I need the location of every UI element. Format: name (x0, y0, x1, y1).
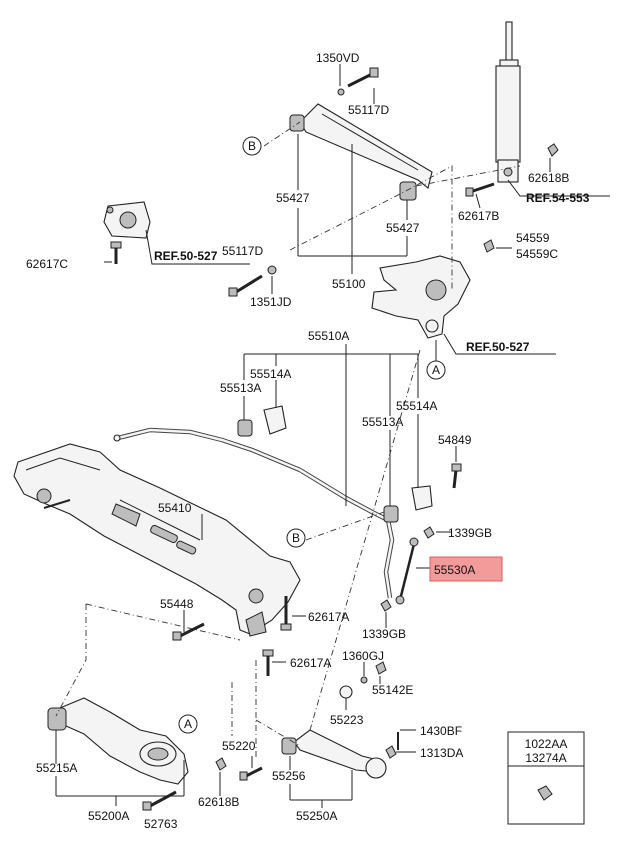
label-62617a-lower[interactable]: 62617A (290, 656, 331, 670)
upper-control-arm[interactable] (299, 103, 433, 189)
nut-icon (537, 785, 553, 801)
nut-1339gb-top[interactable] (423, 526, 435, 539)
marker-a-knuckle[interactable]: A (426, 360, 446, 380)
label-62617b[interactable]: 62617B (458, 209, 499, 223)
bolt-62617a-upper[interactable] (280, 596, 292, 631)
label-55510a[interactable]: 55510A (308, 329, 349, 343)
svg-text:B: B (292, 531, 300, 545)
knuckle[interactable] (371, 255, 471, 339)
label-62618b-top[interactable]: 62618B (528, 171, 569, 185)
clamp-55514a-right[interactable] (411, 485, 433, 511)
trailing-arm-55250a[interactable] (293, 729, 387, 779)
label-ref-50-527-right[interactable]: REF.50-527 (466, 340, 530, 354)
nut-54559[interactable] (483, 239, 495, 253)
reference-dash-lines (55, 121, 521, 760)
label-62617a-upper[interactable]: 62617A (308, 610, 349, 624)
bolt-54849[interactable] (451, 463, 462, 489)
label-1430bf[interactable]: 1430BF (420, 724, 462, 738)
label-55215a[interactable]: 55215A (36, 761, 77, 775)
label-1360gj[interactable]: 1360GJ (342, 649, 384, 663)
bolt-55448[interactable] (172, 622, 205, 641)
svg-text:B: B (248, 139, 256, 153)
label-1350vd[interactable]: 1350VD (316, 51, 360, 65)
label-55223[interactable]: 55223 (330, 713, 364, 727)
label-55530a[interactable]: 55530A (434, 563, 475, 577)
bushing-55427-right[interactable] (399, 181, 417, 201)
bolt-62617b[interactable] (465, 182, 495, 197)
label-55448[interactable]: 55448 (160, 597, 194, 611)
label-1313da[interactable]: 1313DA (420, 746, 463, 760)
label-55256[interactable]: 55256 (272, 769, 306, 783)
leader-lines (55, 64, 610, 808)
label-ref-50-527-left[interactable]: REF.50-527 (154, 249, 218, 263)
marker-b-crossmember[interactable]: B (286, 528, 306, 548)
legend-line-1: 1022AA (525, 737, 568, 751)
nut-1313da[interactable] (385, 745, 397, 759)
label-1339gb-top[interactable]: 1339GB (448, 526, 492, 540)
label-62617c[interactable]: 62617C (26, 257, 68, 271)
label-55220[interactable]: 55220 (222, 739, 256, 753)
label-55427-right[interactable]: 55427 (386, 221, 420, 235)
legend-line-2: 13274A (525, 751, 566, 765)
label-54559c[interactable]: 54559C (516, 247, 558, 261)
nut-1339gb-bottom[interactable] (380, 599, 392, 612)
part-labels: 1350VD 55117D 55427 55427 62618B REF.54-… (26, 51, 590, 831)
label-55427-left[interactable]: 55427 (276, 191, 310, 205)
bush-55513a-right[interactable] (383, 505, 399, 523)
svg-text:A: A (184, 717, 192, 731)
stabilizer-bar[interactable] (113, 427, 395, 599)
label-54849[interactable]: 54849 (438, 433, 472, 447)
label-55410[interactable]: 55410 (158, 501, 192, 515)
bolt-55117d-mid[interactable] (228, 265, 277, 297)
mount-bracket[interactable] (103, 201, 151, 239)
label-1339gb-bottom[interactable]: 1339GB (362, 627, 406, 641)
bushing-55427-left[interactable] (289, 114, 305, 132)
nut-55142e[interactable] (375, 661, 387, 675)
label-55513a-right[interactable]: 55513A (362, 415, 403, 429)
label-1351jd[interactable]: 1351JD (250, 295, 292, 309)
bush-55223[interactable] (339, 685, 353, 699)
highlight-box-55530a[interactable] (429, 556, 503, 582)
label-52763[interactable]: 52763 (144, 817, 178, 831)
legend-box[interactable]: 1022AA 13274A (507, 731, 585, 825)
marker-a-arm[interactable]: A (178, 714, 198, 734)
crossmember[interactable] (13, 443, 301, 637)
label-55117d-mid[interactable]: 55117D (222, 244, 263, 258)
marker-b-top[interactable]: B (242, 136, 262, 156)
bolt-55117d-top[interactable] (337, 67, 379, 96)
label-55514a-right[interactable]: 55514A (396, 399, 437, 413)
svg-text:A: A (432, 363, 440, 377)
lower-arm-55200a[interactable] (59, 697, 189, 785)
bushing-55256[interactable] (281, 737, 297, 755)
clamp-55514a-left[interactable] (263, 405, 287, 435)
label-55100[interactable]: 55100 (332, 277, 366, 291)
washer-1360gj[interactable] (360, 676, 368, 684)
label-55117d-top[interactable]: 55117D (348, 103, 389, 117)
bushing-55215a[interactable] (47, 707, 67, 731)
nut-62618b-bottom[interactable] (215, 757, 227, 771)
bolt-62617c[interactable] (110, 241, 122, 264)
bolt-55220[interactable] (239, 766, 263, 781)
label-55513a-left[interactable]: 55513A (220, 381, 261, 395)
label-55200a[interactable]: 55200A (88, 809, 129, 823)
label-62618b-bottom[interactable]: 62618B (198, 795, 239, 809)
bush-55513a-left[interactable] (237, 419, 253, 437)
bolt-52763[interactable] (142, 790, 177, 811)
label-55142e[interactable]: 55142E (372, 683, 413, 697)
label-54559[interactable]: 54559 (516, 231, 550, 245)
shock-absorber[interactable] (495, 21, 521, 183)
label-55250a[interactable]: 55250A (296, 809, 337, 823)
label-ref-54-553[interactable]: REF.54-553 (526, 191, 590, 205)
stabilizer-link[interactable] (395, 537, 419, 605)
label-55514a-left[interactable]: 55514A (250, 367, 291, 381)
nut-62618b-top[interactable] (547, 143, 559, 157)
bolt-62617a-lower[interactable] (262, 649, 274, 676)
